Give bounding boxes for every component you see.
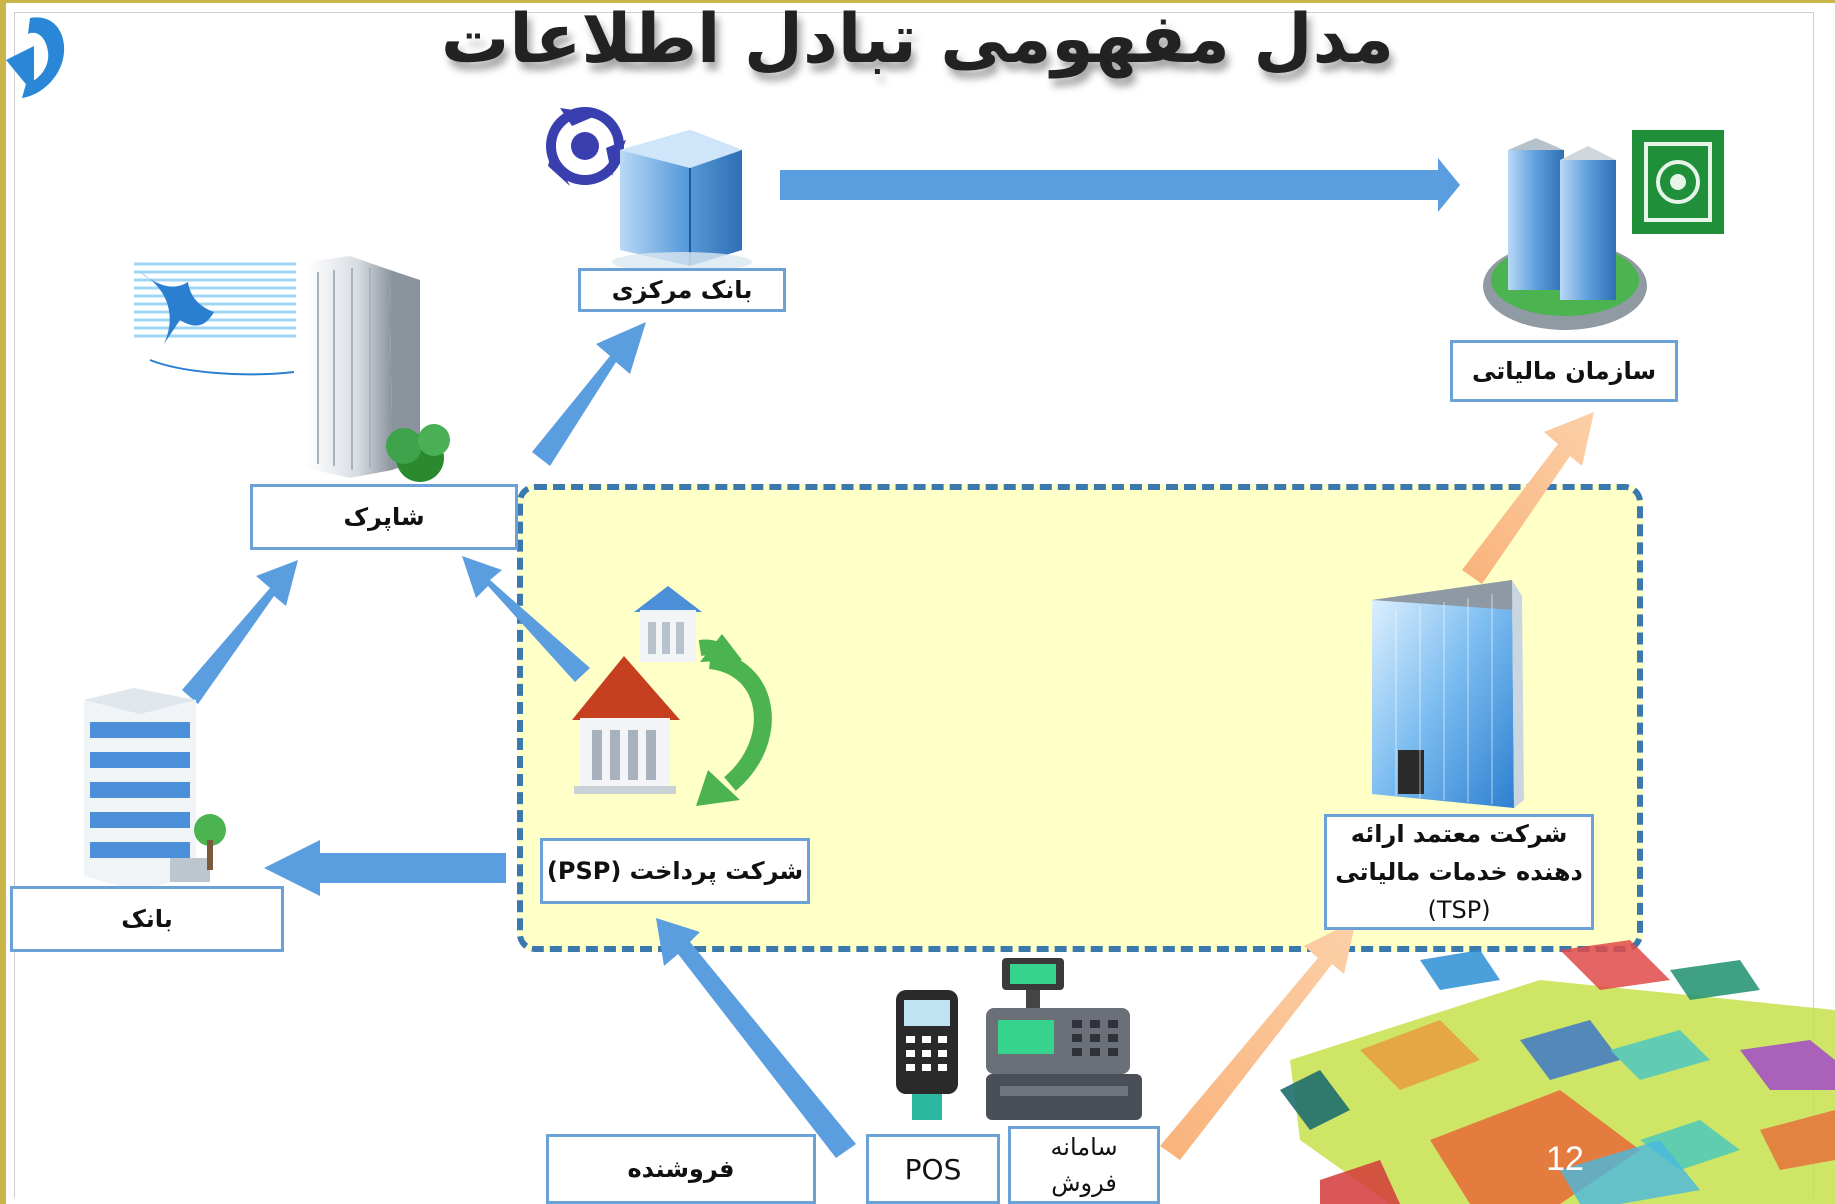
central-bank-label: بانک مرکزی xyxy=(578,268,786,312)
decorative-tiles xyxy=(1280,940,1835,1204)
back-arrow-icon[interactable] xyxy=(6,17,65,98)
page-number: 12 xyxy=(1546,1140,1584,1178)
tsp-label-line-3: (TSP) xyxy=(1427,896,1491,924)
central-bank-logo-icon xyxy=(546,107,626,186)
slide-frame-left xyxy=(0,0,6,1204)
tax-org-logo-icon xyxy=(1632,130,1724,234)
seller-label: فروشنده xyxy=(546,1134,816,1204)
arrow-tsp-to-tax xyxy=(1462,412,1594,584)
slide-frame-top xyxy=(0,0,1835,3)
arrow-pos-to-psp xyxy=(656,918,856,1158)
arrow-bank-to-shaparak xyxy=(182,560,298,704)
sales-system-line-2: فروش xyxy=(1051,1169,1117,1197)
shaparak-building-icon xyxy=(306,256,450,482)
sales-system-label: سامانه فروش xyxy=(1008,1126,1160,1204)
tax-org-building-icon xyxy=(1483,138,1647,330)
psp-label: شرکت پرداخت (PSP) xyxy=(540,838,810,904)
arrow-psp-to-shaparak xyxy=(462,556,590,682)
tsp-label-line-1: شرکت معتمد ارائه xyxy=(1350,820,1568,848)
tsp-label-line-2: دهنده خدمات مالیاتی xyxy=(1335,858,1583,886)
tsp-label: شرکت معتمد ارائه دهنده خدمات مالیاتی (TS… xyxy=(1324,814,1594,930)
pos-label: POS xyxy=(866,1134,1000,1204)
bank-building-icon xyxy=(84,688,226,890)
pos-terminal-icon xyxy=(896,990,958,1120)
shaparak-logo-icon xyxy=(134,262,296,376)
slide-title: مدل مفهومی تبادل اطلاعات xyxy=(441,0,1394,79)
tsp-building-icon xyxy=(1372,580,1524,808)
tax-org-label: سازمان مالیاتی xyxy=(1450,340,1678,402)
shaparak-label: شاپرک xyxy=(250,484,518,550)
arrow-sales-system-to-tsp xyxy=(1160,920,1356,1160)
psp-house-red-icon xyxy=(572,656,680,794)
central-bank-building-icon xyxy=(612,130,752,272)
arrow-shaparak-to-central-bank xyxy=(532,322,646,466)
arrow-central-bank-to-tax xyxy=(780,158,1460,212)
psp-house-blue-icon xyxy=(634,586,702,662)
cycle-arrows-icon xyxy=(696,634,772,806)
arrow-psp-to-bank xyxy=(264,840,506,896)
slide-inner-border xyxy=(14,12,1814,1198)
sales-system-line-1: سامانه xyxy=(1050,1133,1118,1161)
cash-register-icon xyxy=(986,958,1142,1120)
bank-label: بانک xyxy=(10,886,284,952)
